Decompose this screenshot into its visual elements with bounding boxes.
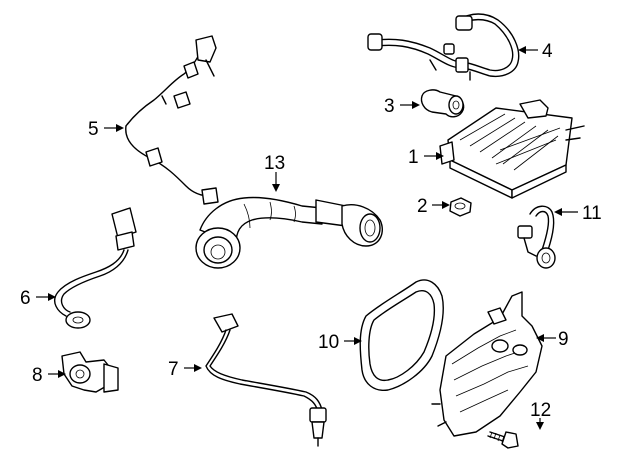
callout-4: 4 (518, 41, 553, 62)
part-5-wiring-harness[interactable] (125, 35, 219, 205)
callout-10: 10 (318, 332, 362, 353)
part-10-gasket[interactable] (359, 279, 444, 391)
part-2-nut[interactable] (449, 197, 472, 217)
callout-label-9: 9 (558, 329, 569, 350)
callout-label-6: 6 (20, 288, 31, 309)
callout-9: 9 (536, 329, 569, 350)
callout-label-11: 11 (582, 203, 602, 224)
part-6-sensor[interactable] (54, 207, 137, 329)
callout-8: 8 (32, 365, 66, 386)
callout-label-4: 4 (542, 41, 553, 62)
part-9-housing[interactable] (431, 291, 543, 437)
part-4-vapor-line[interactable] (367, 13, 520, 81)
callout-7: 7 (168, 359, 202, 380)
callout-1: 1 (408, 147, 444, 168)
callout-label-1: 1 (408, 147, 419, 168)
part-13-intake-hose[interactable] (195, 196, 384, 269)
callout-label-2: 2 (417, 196, 428, 217)
callout-13: 13 (264, 153, 285, 192)
callout-label-7: 7 (168, 359, 179, 380)
part-11-hose[interactable] (517, 205, 556, 269)
callout-label-8: 8 (32, 365, 43, 386)
callout-11: 11 (554, 203, 602, 224)
part-12-bolt[interactable] (487, 431, 519, 449)
callout-label-5: 5 (88, 119, 99, 140)
part-8-bracket[interactable] (61, 351, 119, 393)
callout-label-3: 3 (384, 96, 395, 117)
part-1-evap-canister[interactable] (439, 99, 585, 199)
callout-label-13: 13 (264, 153, 285, 174)
callout-3: 3 (384, 96, 420, 117)
callout-label-12: 12 (530, 400, 551, 421)
callout-12: 12 (530, 400, 551, 430)
part-3-hose-fitting[interactable] (420, 89, 465, 118)
callout-2: 2 (417, 196, 450, 217)
callout-5: 5 (88, 119, 124, 140)
callout-6: 6 (20, 288, 56, 309)
callout-label-10: 10 (318, 332, 339, 353)
part-7-sensor-wire[interactable] (205, 313, 327, 447)
